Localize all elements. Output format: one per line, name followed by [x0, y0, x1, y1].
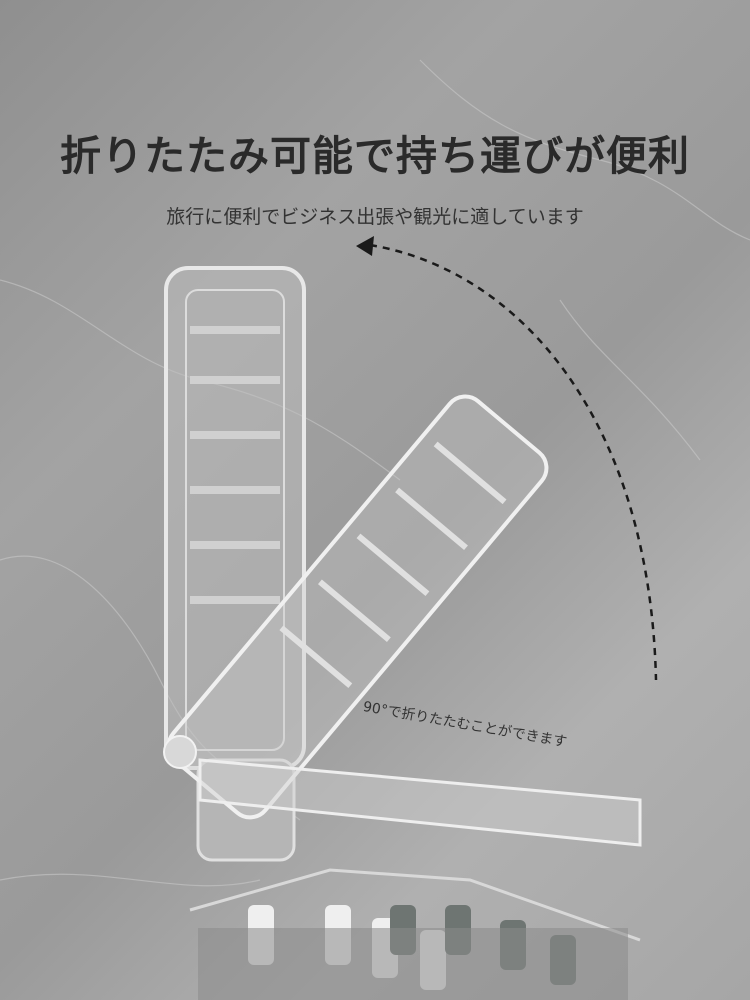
headline: 折りたたみ可能で持ち運びが便利 — [60, 132, 690, 180]
horizontal-rack — [163, 735, 642, 847]
hanger-with-clips — [189, 868, 641, 1000]
tilted-rack — [166, 394, 549, 820]
subheadline: 旅行に便利でビジネス出張や観光に適しています — [166, 206, 584, 228]
arrow-head-icon — [356, 236, 374, 256]
vertical-rack — [164, 266, 306, 862]
fold-direction-arrow — [356, 236, 658, 681]
marble-veins — [0, 59, 750, 887]
